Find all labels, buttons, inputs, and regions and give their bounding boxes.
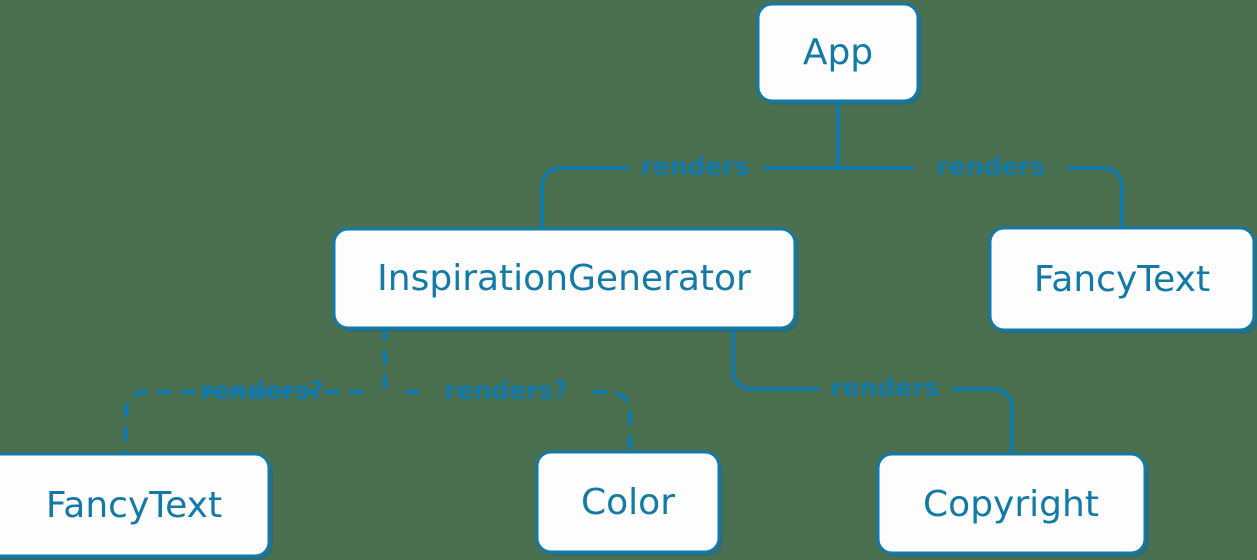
node-color[interactable]: Color (535, 450, 723, 556)
edge-segment-elbow-down-right (951, 387, 1014, 456)
node-copyright[interactable]: Copyright (876, 452, 1149, 557)
edge-segment-elbow-down-left (731, 326, 820, 391)
node-inspirationgenerator[interactable]: InspirationGenerator (332, 227, 799, 332)
node-copyright-label: Copyright (923, 484, 1099, 525)
node-fancytext-top-box[interactable] (988, 226, 1256, 332)
node-fancytext-top[interactable]: FancyText (988, 226, 1257, 334)
edge-app-to-inspirationgenerator: renders (540, 99, 840, 231)
edge-inspirationgenerator-to-fancytext-bottom: renders? (123, 325, 388, 457)
edge-segment-dashed-elbow-right (591, 389, 633, 455)
node-fancytext-top-label: FancyText (1034, 259, 1210, 300)
edge-label-renders-inspirationgenerator: renders (640, 152, 749, 181)
node-inspirationgenerator-box[interactable] (332, 227, 797, 330)
edge-inspirationgenerator-to-color: renders? (405, 376, 633, 455)
edge-segment-dashed-elbow-left (123, 389, 365, 457)
edge-segment-elbow-left (540, 166, 630, 231)
node-fancytext-bottom-box[interactable] (0, 452, 271, 558)
node-color-box[interactable] (535, 450, 721, 554)
edge-app-to-fancytext-top: renders (836, 152, 1124, 230)
edge-inspirationgenerator-to-copyright: renders (731, 326, 1014, 456)
edge-label-renders-copyright: renders (830, 373, 939, 402)
node-app-label: App (803, 32, 873, 73)
node-color-label: Color (581, 482, 675, 523)
edge-label-renders-question-color: renders? (444, 376, 568, 405)
node-inspirationgenerator-label: InspirationGenerator (377, 258, 751, 299)
node-copyright-box[interactable] (876, 452, 1147, 555)
node-app[interactable]: App (756, 2, 922, 105)
node-app-box[interactable] (756, 2, 920, 103)
edge-label-renders-fancytext-top: renders (936, 152, 1045, 181)
node-fancytext-bottom[interactable]: FancyText (0, 452, 273, 560)
node-fancytext-bottom-label: FancyText (46, 485, 222, 526)
edge-segment-elbow-right (1067, 166, 1124, 230)
edge-label-renders-question-fancytext: renders? (200, 376, 324, 405)
